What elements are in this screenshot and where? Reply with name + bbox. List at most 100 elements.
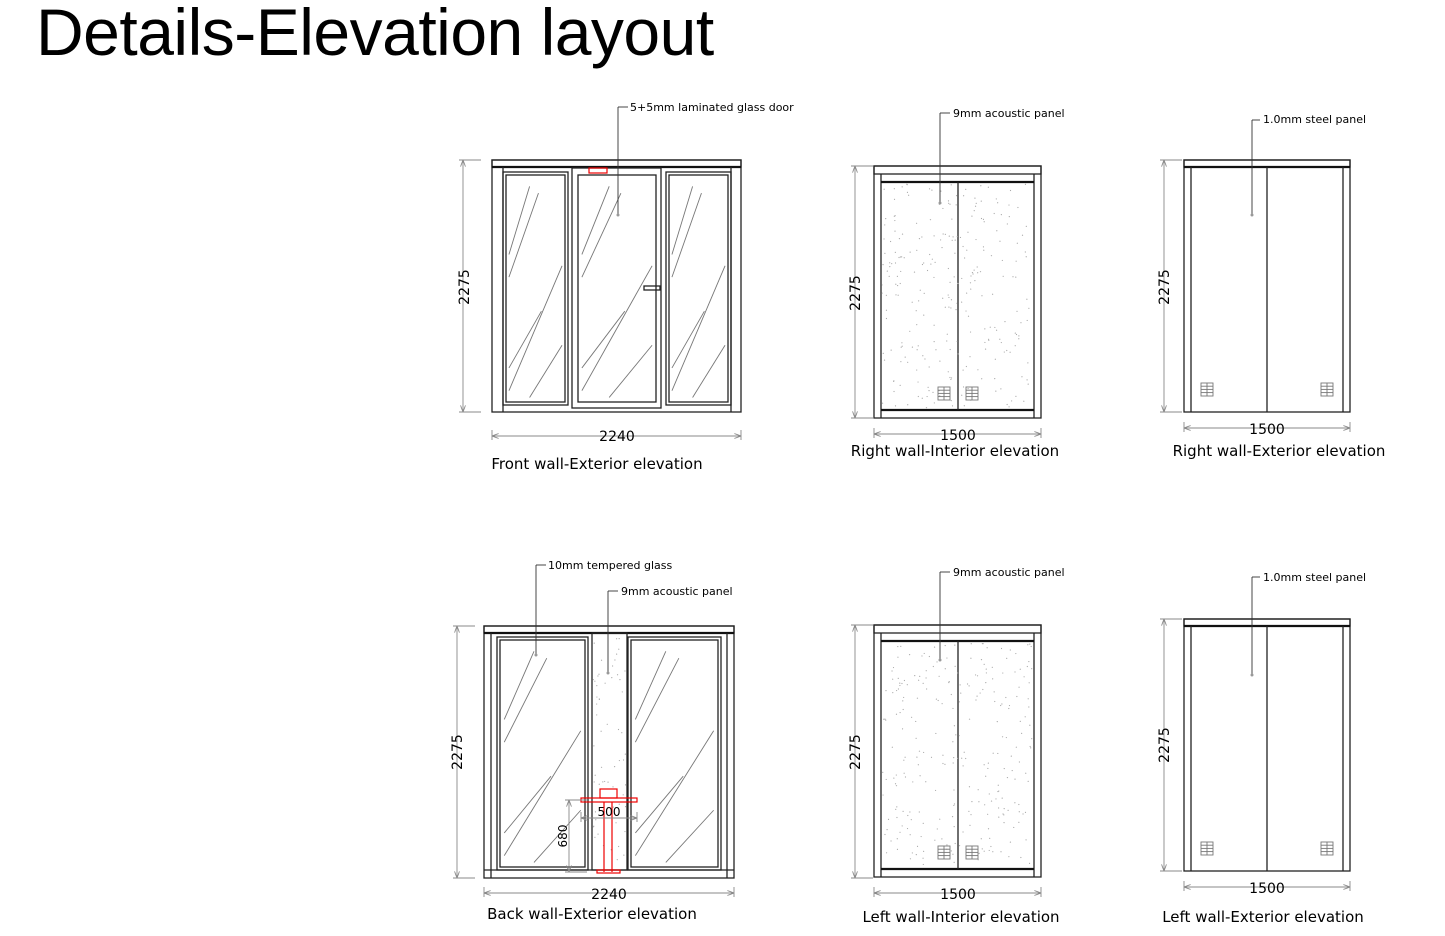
- acoustic-texture: [938, 675, 940, 677]
- acoustic-texture: [948, 235, 950, 237]
- acoustic-texture: [989, 326, 991, 328]
- acoustic-texture: [899, 256, 902, 258]
- acoustic-texture: [621, 691, 623, 693]
- glass-hatch: [503, 730, 582, 856]
- acoustic-texture: [982, 218, 985, 220]
- acoustic-texture: [968, 685, 970, 687]
- acoustic-texture: [947, 294, 949, 296]
- acoustic-texture: [915, 737, 917, 739]
- acoustic-texture: [987, 767, 989, 770]
- acoustic-texture: [918, 300, 920, 302]
- acoustic-texture: [1001, 703, 1003, 705]
- glass-hatch: [581, 192, 622, 278]
- acoustic-texture: [898, 238, 901, 240]
- acoustic-texture: [1011, 769, 1013, 772]
- acoustic-texture: [936, 828, 938, 830]
- acoustic-texture: [1005, 696, 1007, 699]
- acoustic-texture: [994, 378, 996, 380]
- acoustic-texture: [595, 819, 597, 821]
- acoustic-texture: [975, 238, 977, 241]
- acoustic-texture: [1008, 707, 1010, 710]
- acoustic-texture: [923, 751, 925, 754]
- acoustic-texture: [1016, 695, 1018, 698]
- acoustic-texture: [926, 269, 929, 272]
- acoustic-texture: [894, 219, 896, 222]
- acoustic-texture: [897, 656, 899, 658]
- acoustic-texture: [997, 784, 999, 786]
- acoustic-texture: [997, 202, 999, 204]
- acoustic-texture: [920, 835, 922, 838]
- acoustic-texture: [1014, 802, 1016, 804]
- acoustic-texture: [899, 831, 901, 833]
- acoustic-texture: [1015, 276, 1017, 278]
- acoustic-texture: [621, 732, 623, 734]
- acoustic-texture: [987, 338, 990, 340]
- acoustic-texture: [1008, 406, 1010, 408]
- acoustic-texture: [1015, 333, 1018, 336]
- acoustic-texture: [935, 698, 938, 700]
- glass-hatch: [634, 730, 715, 856]
- acoustic-texture: [939, 360, 941, 362]
- front-wall-elevation: 5+5mm laminated glass door 2275 2240 Fro…: [457, 101, 794, 473]
- acoustic-texture: [1002, 275, 1004, 277]
- acoustic-texture: [950, 400, 952, 402]
- acoustic-texture: [913, 271, 916, 273]
- acoustic-texture: [914, 675, 916, 677]
- frame: [873, 165, 1042, 175]
- acoustic-texture: [918, 750, 921, 752]
- acoustic-texture: [615, 638, 618, 640]
- acoustic-texture: [901, 186, 903, 188]
- acoustic-texture: [886, 270, 888, 272]
- acoustic-texture: [1006, 657, 1008, 659]
- acoustic-texture: [624, 753, 626, 755]
- glass-hatch: [634, 651, 667, 720]
- acoustic-texture: [976, 695, 978, 697]
- acoustic-texture: [895, 785, 898, 787]
- acoustic-texture: [954, 842, 956, 845]
- acoustic-texture: [881, 402, 884, 404]
- acoustic-texture: [1026, 319, 1028, 322]
- acoustic-texture: [883, 718, 885, 720]
- acoustic-texture: [896, 275, 898, 278]
- glass-hatch: [508, 186, 531, 255]
- acoustic-texture: [917, 764, 919, 766]
- acoustic-texture: [596, 714, 598, 716]
- callout-dot: [938, 658, 942, 662]
- acoustic-texture: [918, 811, 920, 813]
- acoustic-texture: [1013, 826, 1015, 829]
- acoustic-texture: [934, 261, 936, 264]
- acoustic-texture: [997, 807, 1000, 809]
- acoustic-texture: [1025, 772, 1027, 774]
- acoustic-texture: [899, 711, 901, 714]
- acoustic-texture: [936, 661, 938, 663]
- acoustic-texture: [1021, 732, 1023, 734]
- acoustic-texture: [894, 405, 897, 407]
- acoustic-texture: [999, 240, 1001, 242]
- acoustic-texture: [934, 839, 936, 841]
- acoustic-texture: [953, 789, 955, 791]
- acoustic-texture: [969, 331, 972, 333]
- acoustic-texture: [952, 762, 954, 764]
- acoustic-texture: [974, 280, 976, 282]
- acoustic-texture: [911, 346, 914, 348]
- acoustic-texture: [995, 798, 997, 800]
- acoustic-texture: [894, 783, 897, 785]
- acoustic-texture: [1015, 395, 1017, 397]
- acoustic-texture: [915, 720, 917, 723]
- acoustic-texture: [901, 728, 904, 730]
- acoustic-texture: [957, 353, 959, 355]
- acoustic-texture: [618, 803, 620, 805]
- acoustic-texture: [617, 728, 620, 731]
- table-base: [596, 869, 621, 874]
- acoustic-texture: [916, 249, 918, 251]
- elevation-label: Front wall-Exterior elevation: [491, 455, 702, 473]
- acoustic-texture: [929, 253, 931, 256]
- acoustic-texture: [908, 654, 911, 656]
- acoustic-texture: [946, 333, 948, 335]
- acoustic-texture: [969, 282, 972, 284]
- acoustic-texture: [988, 849, 990, 852]
- acoustic-texture: [941, 246, 943, 249]
- acoustic-texture: [624, 806, 627, 808]
- acoustic-texture: [895, 689, 898, 692]
- acoustic-texture: [1017, 206, 1019, 209]
